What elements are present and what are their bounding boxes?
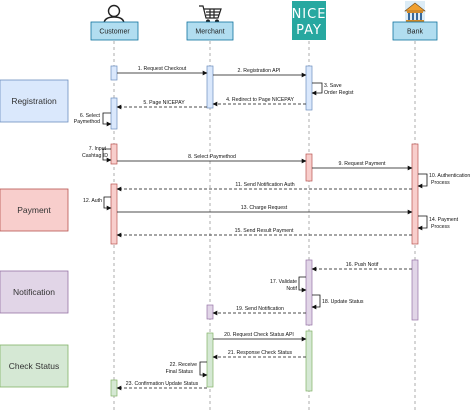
message-label-6b: Paymethod [74, 119, 100, 125]
message-label-21: 21. Response Check Status [228, 350, 293, 356]
message-20: 20. Request Check Status API [213, 332, 307, 342]
activation-nicepay-1 [305, 65, 313, 111]
message-7: 7. Input Cashtag ID [82, 146, 112, 163]
message-label-10b: Process [431, 180, 450, 186]
actor-customer: Customer [90, 21, 139, 41]
message-6: 6. Select Paymethod [74, 112, 112, 127]
nicepay-logo-line2: PAY [296, 23, 322, 38]
section-notification: Notification [0, 270, 69, 314]
message-13: 13. Charge Request [117, 205, 413, 215]
activation-merchant-1 [206, 65, 214, 109]
bank-icon [404, 1, 426, 23]
actor-merchant: Merchant [186, 21, 234, 41]
message-label-5: 5. Page NICEPAY [143, 100, 185, 106]
message-label-23: 23. Confirmation Update Status [126, 381, 199, 387]
message-3: 3. Save Order Regist [311, 82, 354, 96]
section-check-status: Check Status [0, 344, 69, 388]
message-1: 1. Request Checkout [117, 66, 208, 76]
message-label-4: 4. Redirect to Page NICEPAY [226, 97, 294, 103]
actor-label-customer: Customer [99, 29, 130, 36]
message-label-2: 2. Registration API [238, 68, 281, 74]
message-label-22b: Final Status [166, 369, 194, 375]
message-15: 15. Send Result Payment [116, 228, 412, 238]
activation-nicepay-3 [305, 259, 313, 326]
person-icon [103, 4, 125, 25]
message-19: 19. Send Notification [212, 306, 306, 316]
section-label-notification: Notification [13, 287, 55, 297]
section-label-payment: Payment [17, 205, 51, 215]
message-label-16: 16. Push Notif [346, 262, 379, 268]
message-4: 4. Redirect to Page NICEPAY [212, 97, 306, 107]
message-9: 9. Request Payment [312, 161, 413, 171]
message-label-9: 9. Request Payment [338, 161, 386, 167]
message-label-20: 20. Request Check Status API [224, 332, 294, 338]
activation-merchant-3 [206, 332, 214, 388]
actor-label-bank: Bank [407, 29, 423, 36]
activation-merchant-2 [206, 304, 214, 320]
actor-bank: Bank [392, 21, 438, 41]
message-17: 17. Validate Notif [270, 276, 307, 293]
section-label-registration: Registration [11, 96, 57, 106]
message-22: 22. Receive Final Status [166, 361, 208, 378]
message-label-18: 18. Update Status [322, 299, 364, 305]
message-label-19: 19. Send Notification [236, 306, 284, 312]
message-label-14a: 14. Payment [429, 217, 459, 223]
message-12: 12. Auth [83, 196, 112, 211]
message-18: 18. Update Status [311, 294, 364, 310]
message-label-10a: 10. Authentication [429, 173, 470, 179]
message-label-22a: 22. Receive [170, 362, 198, 368]
activation-customer-3 [110, 143, 118, 165]
message-label-12: 12. Auth [83, 198, 102, 204]
message-label-17b: Notif [286, 286, 297, 292]
nicepay-logo-line1: NICE [292, 7, 327, 22]
activation-customer-4 [110, 183, 118, 245]
message-label-17a: 17. Validate [270, 279, 297, 285]
message-8: 8. Select Paymethod [117, 154, 307, 164]
message-label-7a: 7. Input [89, 146, 107, 152]
message-21: 21. Response Check Status [212, 350, 306, 360]
message-5: 5. Page NICEPAY [116, 100, 207, 110]
message-16: 16. Push Notif [311, 262, 412, 272]
message-23: 23. Confirmation Update Status [116, 381, 207, 391]
message-label-14b: Process [431, 224, 450, 230]
message-14: 14. Payment Process [417, 215, 459, 231]
activation-customer-2 [110, 97, 118, 130]
message-label-3a: 3. Save [324, 83, 342, 89]
section-payment: Payment [0, 188, 69, 232]
shopping-cart-icon [199, 5, 222, 24]
message-label-6a: 6. Select [80, 113, 101, 119]
message-label-3b: Order Regist [324, 90, 354, 96]
activation-customer-1 [110, 65, 118, 81]
section-registration: Registration [0, 79, 69, 123]
section-label-check-status: Check Status [9, 361, 60, 371]
message-label-11: 11. Send Notification Auth [235, 182, 294, 188]
activation-nicepay-2 [305, 153, 313, 182]
message-label-13: 13. Charge Request [241, 205, 288, 211]
actor-label-merchant: Merchant [195, 29, 224, 36]
message-label-8: 8. Select Paymethod [188, 154, 236, 160]
message-label-1: 1. Request Checkout [138, 66, 187, 72]
message-10: 10. Authentication Process [417, 173, 470, 189]
activation-bank-1 [411, 143, 419, 245]
activation-customer-5 [110, 379, 118, 397]
message-11: 11. Send Notification Auth [116, 182, 412, 192]
message-label-15: 15. Send Result Payment [235, 228, 294, 234]
message-label-7b: Cashtag ID [82, 153, 108, 159]
nicepay-logo: NICE PAY [292, 1, 327, 40]
message-2: 2. Registration API [213, 68, 307, 78]
activation-bank-2 [411, 259, 419, 321]
activation-nicepay-4 [305, 330, 313, 392]
